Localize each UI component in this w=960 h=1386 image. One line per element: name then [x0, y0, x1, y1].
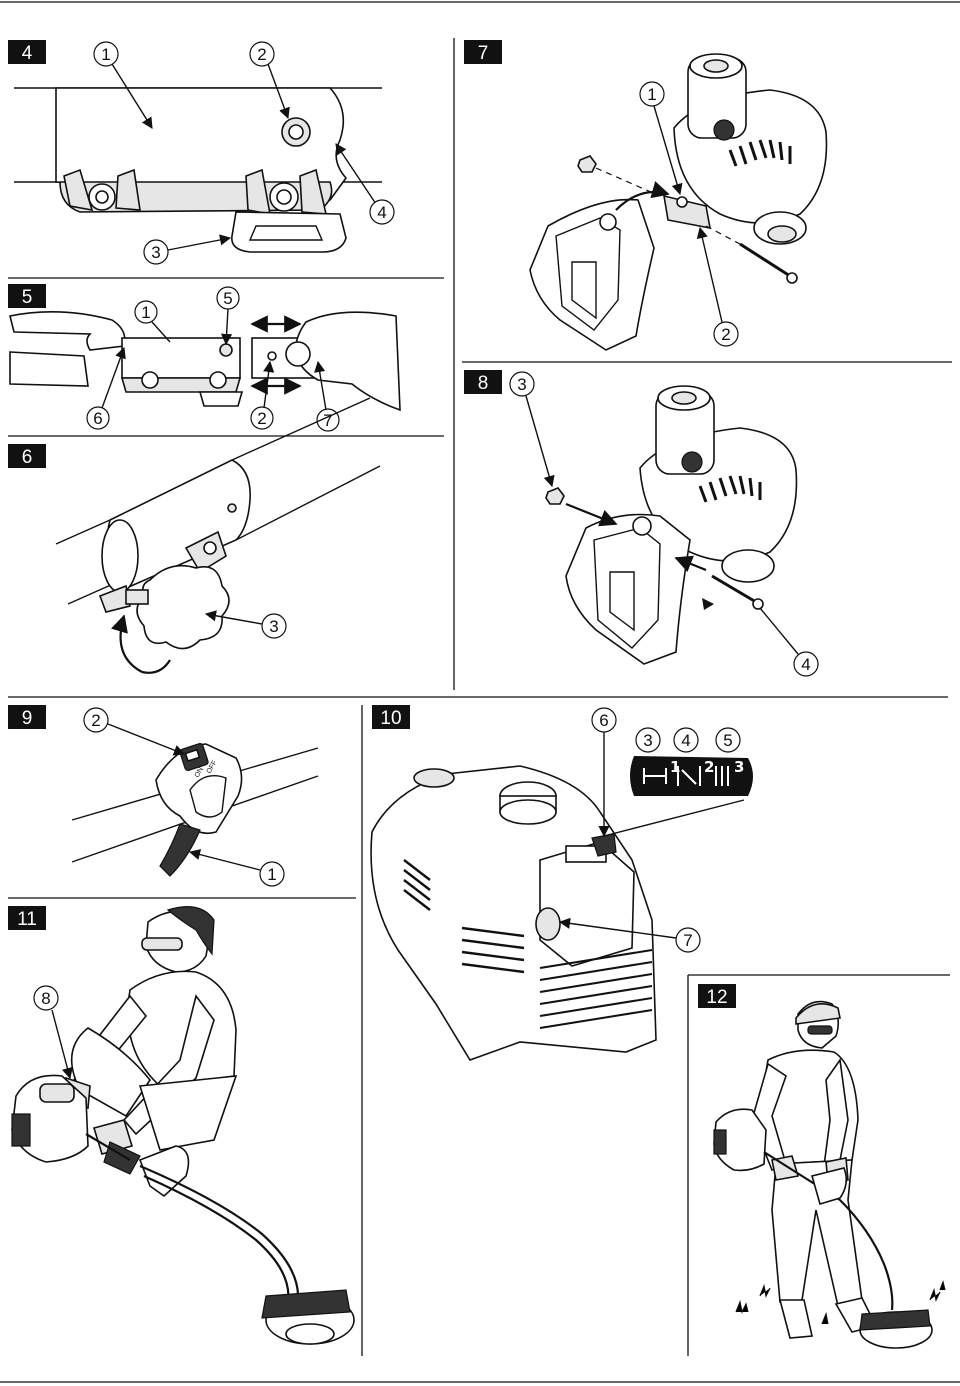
panel-tag: [464, 370, 502, 394]
panel-number: 11: [17, 909, 37, 930]
callout: 7: [683, 931, 692, 950]
panel-number: 7: [478, 43, 489, 64]
choke-symbol-half: 2: [677, 758, 714, 786]
svg-text:3: 3: [734, 758, 744, 776]
panel-6: 6 3: [8, 397, 381, 674]
callout: 5: [223, 289, 232, 308]
panel-number: 8: [478, 373, 489, 394]
callout: 3: [151, 243, 160, 262]
panel-number: 12: [706, 987, 727, 1008]
callout: 6: [93, 409, 102, 428]
callout: 2: [91, 711, 100, 730]
panel-4: 4 1 2 3 4: [8, 40, 395, 265]
callout: 6: [599, 711, 608, 730]
callout: 2: [721, 325, 730, 344]
callout: 4: [377, 203, 386, 222]
panel-11: 11 8: [8, 906, 355, 1345]
panel-7: 7 1: [464, 40, 828, 351]
callout: 4: [801, 655, 810, 674]
callout: 4: [681, 731, 690, 750]
panel-8: 8 3 4: [464, 370, 819, 677]
panel-12: 12: [698, 984, 946, 1349]
callout: 3: [517, 375, 526, 394]
panel-tag: [464, 40, 502, 64]
choke-symbol-full: 3: [715, 758, 744, 786]
panel-number: 5: [22, 287, 33, 308]
panel-tag: [8, 705, 46, 729]
callout: 5: [723, 731, 732, 750]
panel-tag: [8, 444, 46, 468]
panel-tag: [8, 284, 46, 308]
svg-text:2: 2: [704, 758, 714, 776]
callout: 1: [647, 85, 656, 104]
panel-9: 9 ON OFF 2 1: [8, 705, 319, 887]
panel-tag: [8, 906, 46, 930]
panel-dividers: [8, 38, 952, 1356]
panel-tag: [372, 705, 410, 729]
callout: 2: [257, 409, 266, 428]
callout: 1: [101, 45, 110, 64]
panel-number: 9: [22, 708, 33, 729]
choke-symbol-run: 1: [643, 758, 680, 784]
panel-10: 10: [370, 705, 753, 1061]
panel-number: 10: [380, 708, 401, 729]
callout: 7: [323, 411, 332, 430]
panel-tag: [8, 40, 46, 64]
callout: 3: [269, 617, 278, 636]
callout: 2: [257, 45, 266, 64]
panel-number: 4: [22, 43, 33, 64]
callout: 1: [267, 865, 276, 884]
panel-5: 5 1 5 6 2 7: [8, 284, 401, 432]
switch-on-label: ON: [194, 766, 205, 779]
callout: 1: [141, 303, 150, 322]
panel-number: 6: [22, 447, 33, 468]
callout: 3: [643, 731, 652, 750]
svg-text:1: 1: [670, 758, 680, 776]
callout: 8: [41, 989, 50, 1008]
panel-tag: [698, 984, 736, 1008]
